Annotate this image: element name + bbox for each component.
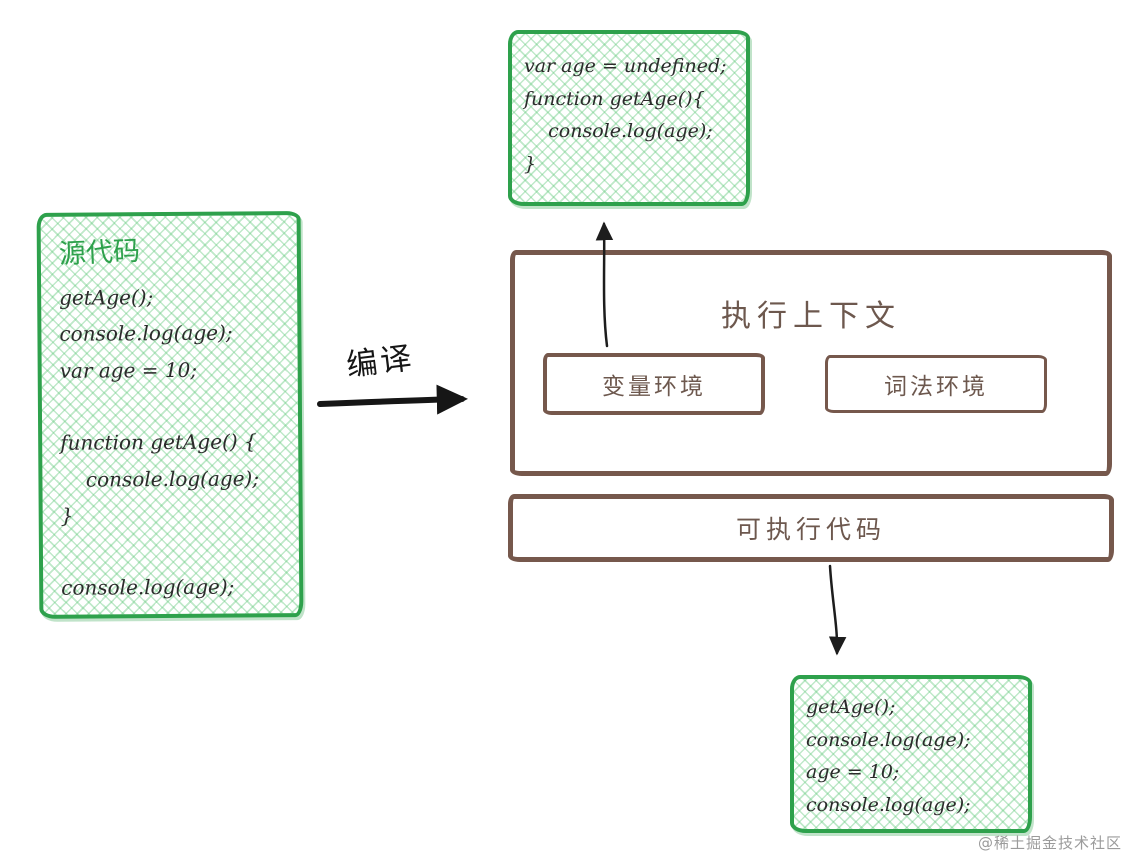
source-code-line (60, 387, 280, 425)
source-code-line: var age = 10; (59, 357, 198, 383)
compile-arrow (317, 384, 468, 415)
source-code-line: function getAge() { (60, 429, 257, 455)
source-code-line: console.log(age); (61, 574, 235, 601)
executable-code-label: 可执行代码 (735, 515, 886, 544)
lexical-environment-box: 词法环境 (825, 355, 1047, 413)
source-code-line: console.log(age); (59, 320, 233, 347)
source-code-line: } (60, 503, 74, 528)
lexical-environment-label: 词法环境 (884, 374, 988, 400)
hoisted-code-line: console.log(age); (524, 120, 713, 143)
source-code-box: 源代码 getAge(); console.log(age); var age … (36, 211, 304, 619)
result-code-line: age = 10; (806, 761, 900, 784)
hoisted-code-line: } (524, 153, 537, 176)
hoisted-code-line: function getAge(){ (524, 87, 705, 110)
compile-label: 编译 (344, 339, 417, 384)
source-code-line: console.log(age); (60, 465, 260, 492)
watermark: @稀土掘金技术社区 (977, 834, 1122, 852)
hoisted-code-line: var age = undefined; (524, 55, 727, 77)
source-code-title: 源代码 (58, 235, 141, 271)
executable-statements-box: getAge(); console.log(age); age = 10; co… (790, 675, 1032, 833)
executable-code-box: 可执行代码 (508, 494, 1114, 562)
source-code-line: getAge(); (59, 285, 154, 310)
source-code-line (61, 533, 281, 571)
hoisted-declarations-box: var age = undefined; function getAge(){ … (508, 30, 750, 206)
variable-environment-box: 变量环境 (543, 353, 765, 415)
execution-context-box: 执行上下文 变量环境 词法环境 (510, 250, 1112, 476)
variable-environment-label: 变量环境 (602, 374, 706, 400)
result-code-line: console.log(age); (806, 728, 971, 751)
execution-context-title: 执行上下文 (721, 299, 901, 334)
result-code-line: getAge(); (806, 696, 896, 718)
execute-arrow (828, 564, 847, 656)
result-code-line: console.log(age); (806, 794, 971, 817)
